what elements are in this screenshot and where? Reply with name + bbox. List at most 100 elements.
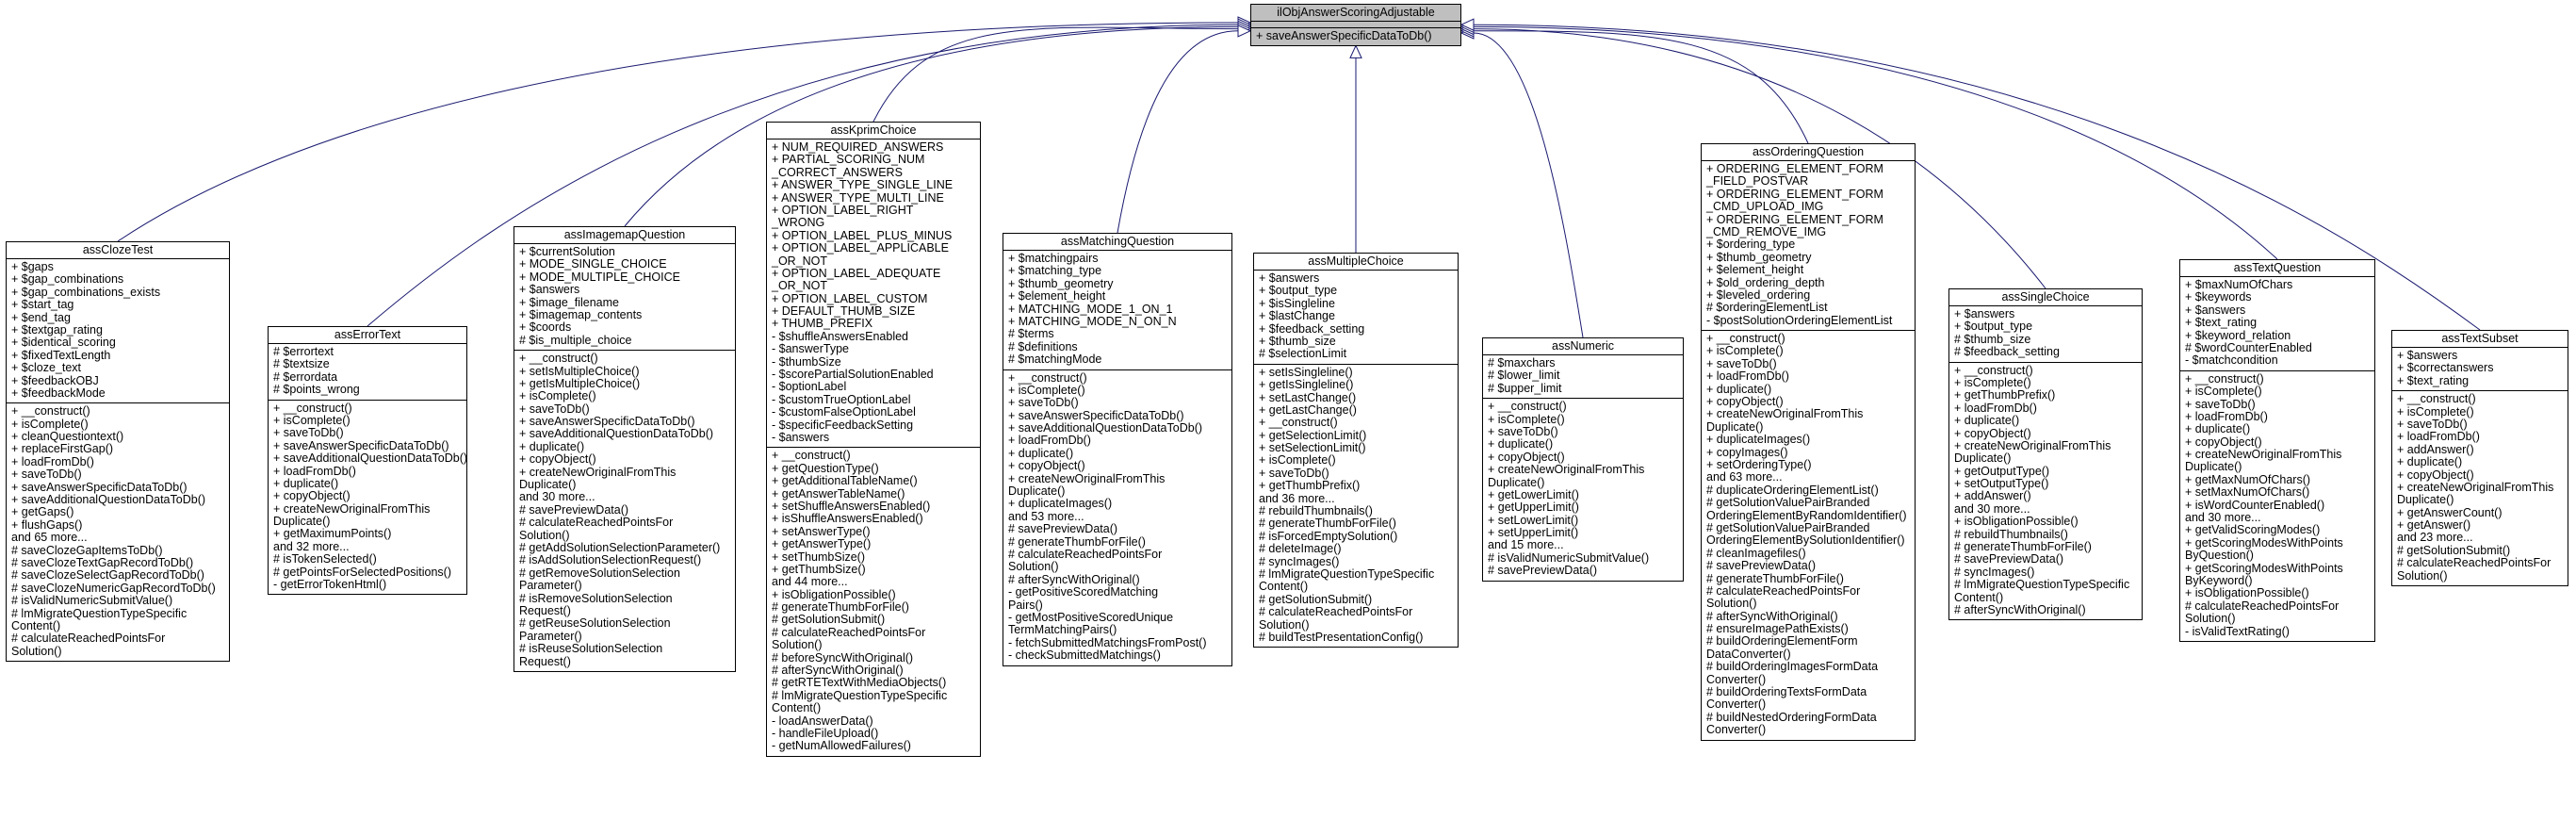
operation: + getScoringModesWithPoints (2185, 535, 2343, 550)
operation: # afterSyncWithOriginal() (772, 664, 904, 678)
operation: Duplicate() (1706, 419, 1764, 434)
class-operations: + setIsSingleline()+ getIsSingleline()+ … (1254, 363, 1458, 648)
attribute: - $customFalseOptionLabel (772, 405, 916, 419)
class-box-matching[interactable]: assMatchingQuestion+ $matchingpairs+ $ma… (1003, 233, 1232, 666)
class-box-subset[interactable]: assTextSubset+ $answers+ $correctanswers… (2391, 330, 2568, 587)
operation: # getSolutionValuePairBranded (1706, 520, 1870, 534)
class-box-root[interactable]: ilObjAnswerScoringAdjustable+ saveAnswer… (1250, 4, 1461, 47)
operation: Duplicate() (273, 515, 331, 529)
operation: + isObligationPossible() (1954, 515, 2079, 529)
attribute: + $fixedTextLength (11, 348, 111, 362)
class-box-cloze[interactable]: assClozeTest+ $gaps+ $gap_combinations+ … (6, 241, 230, 663)
operation: + createNewOriginalFromThis (2185, 448, 2342, 462)
operation: # calculateReachedPointsFor (2185, 599, 2340, 613)
inheritance-edge-cloze (117, 22, 1239, 242)
operation: # savePreviewData() (1008, 522, 1118, 536)
operation: + saveToDb() (1706, 356, 1777, 370)
class-box-kprim[interactable]: assKprimChoice+ NUM_REQUIRED_ANSWERS+ PA… (766, 122, 981, 757)
operation: Converter() (1706, 723, 1767, 737)
attribute: + $output_type (1259, 284, 1338, 298)
operation: + duplicate() (2185, 422, 2251, 436)
operation: Solution() (772, 638, 823, 652)
operation: # getReuseSolutionSelection (519, 616, 671, 631)
attribute: + $thumb_geometry (1706, 250, 1812, 264)
operation: + getAnswer() (2397, 518, 2471, 533)
operation: + saveAdditionalQuestionDataToDb() (273, 451, 466, 466)
class-box-ordering[interactable]: assOrderingQuestion+ ORDERING_ELEMENT_FO… (1701, 143, 1916, 741)
class-box-errortext[interactable]: assErrorText# $errortext# $textsize# $er… (268, 326, 467, 596)
operation: + createNewOriginalFromThis (1954, 438, 2111, 452)
operation: # buildOrderingElementForm (1706, 634, 1858, 648)
class-operations: + __construct()+ isComplete()+ cleanQues… (7, 402, 229, 661)
class-box-text[interactable]: assTextQuestion+ $maxNumOfChars+ $keywor… (2179, 259, 2375, 642)
class-name: assErrorText (269, 327, 466, 344)
operation: + createNewOriginalFromThis (1706, 407, 1864, 421)
operation: + loadFromDb() (273, 464, 356, 478)
operation: Solution() (1259, 617, 1310, 632)
attribute: _CORRECT_ANSWERS (772, 165, 903, 179)
operation: + saveAnswerSpecificDataToDb() (273, 438, 449, 452)
operation: Solution() (11, 644, 62, 658)
attribute: + $element_height (1008, 289, 1106, 304)
operation: + getAnswerType() (772, 537, 872, 551)
operation: + loadFromDb() (1008, 434, 1091, 448)
class-box-numeric[interactable]: assNumeric# $maxchars# $lower_limit# $up… (1482, 337, 1684, 582)
attribute: + $feedbackOBJ (11, 373, 99, 387)
operation: + __construct() (1488, 400, 1567, 414)
operation: + isComplete() (2185, 385, 2262, 399)
attribute: + $start_tag (11, 298, 74, 312)
operation: # cleanImagefiles() (1706, 546, 1806, 560)
attribute: _OR_NOT (772, 254, 828, 268)
operation: # getAddSolutionSelectionParameter() (519, 540, 721, 554)
operation: and 30 more... (2185, 511, 2261, 525)
operation: # generateThumbForFile() (1706, 571, 1844, 585)
operation: + isComplete() (1488, 412, 1565, 426)
class-box-imagemap[interactable]: assImagemapQuestion+ $currentSolution+ M… (514, 226, 736, 672)
operation: # calculateReachedPointsFor (2397, 556, 2552, 570)
operation: + copyObject() (2185, 435, 2262, 449)
operation: + copyObject() (2397, 468, 2474, 482)
attribute: + $correctanswers (2397, 361, 2494, 375)
operation: # savePreviewData() (1488, 564, 1598, 578)
operation: + createNewOriginalFromThis (519, 465, 677, 479)
operation: # saveClozeNumericGapRecordToDb() (11, 581, 216, 595)
attribute: _OR_NOT (772, 279, 828, 293)
operation: + copyObject() (519, 452, 596, 467)
class-name: assMatchingQuestion (1003, 234, 1231, 251)
attribute: # $definitions (1008, 339, 1078, 353)
class-box-single[interactable]: assSingleChoice+ $answers+ $output_type#… (1948, 288, 2143, 621)
attribute: + $textgap_rating (11, 322, 103, 336)
attribute: _CMD_REMOVE_IMG (1706, 224, 1827, 238)
operation: # calculateReachedPointsFor (1706, 583, 1861, 598)
operation: + saveAnswerSpecificDataToDb() (519, 415, 695, 429)
operation: Duplicate() (2397, 493, 2454, 507)
operation: # isRemoveSolutionSelection (519, 591, 673, 605)
attribute: # $orderingElementList (1706, 301, 1828, 315)
operation: - getMostPositiveScoredUnique (1008, 610, 1174, 624)
operation: # generateThumbForFile() (772, 600, 909, 615)
attribute: + $gap_combinations (11, 272, 124, 287)
operation: Duplicate() (519, 478, 577, 492)
operation: + isComplete() (273, 413, 351, 427)
attribute: # $selectionLimit (1259, 347, 1347, 361)
operation: + __construct() (1259, 416, 1338, 430)
operation: # calculateReachedPointsFor (772, 625, 926, 639)
operation: Duplicate() (2185, 460, 2242, 474)
operation: Solution() (2185, 612, 2236, 626)
operation: and 15 more... (1488, 538, 1564, 552)
operation: TermMatchingPairs() (1008, 623, 1117, 637)
operation: + setMaxNumOfChars() (2185, 485, 2310, 500)
class-name: assTextQuestion (2180, 260, 2374, 277)
operation: + setAnswerType() (772, 524, 871, 538)
operation: + isComplete() (2397, 404, 2474, 418)
operation: + getThumbSize() (772, 562, 866, 576)
attribute: - $postSolutionOrderingElementList (1706, 313, 1893, 327)
attribute: + $answers (2185, 303, 2246, 317)
attribute: - $specificFeedbackSetting (772, 418, 914, 432)
inheritance-edge-imagemap (624, 25, 1239, 227)
class-box-multiple[interactable]: assMultipleChoice+ $answers+ $output_typ… (1253, 253, 1459, 648)
operation: + __construct() (1008, 370, 1087, 385)
class-attributes: + NUM_REQUIRED_ANSWERS+ PARTIAL_SCORING_… (767, 140, 980, 447)
attribute: + $answers (519, 283, 580, 297)
operation: # generateThumbForFile() (1954, 540, 2092, 554)
